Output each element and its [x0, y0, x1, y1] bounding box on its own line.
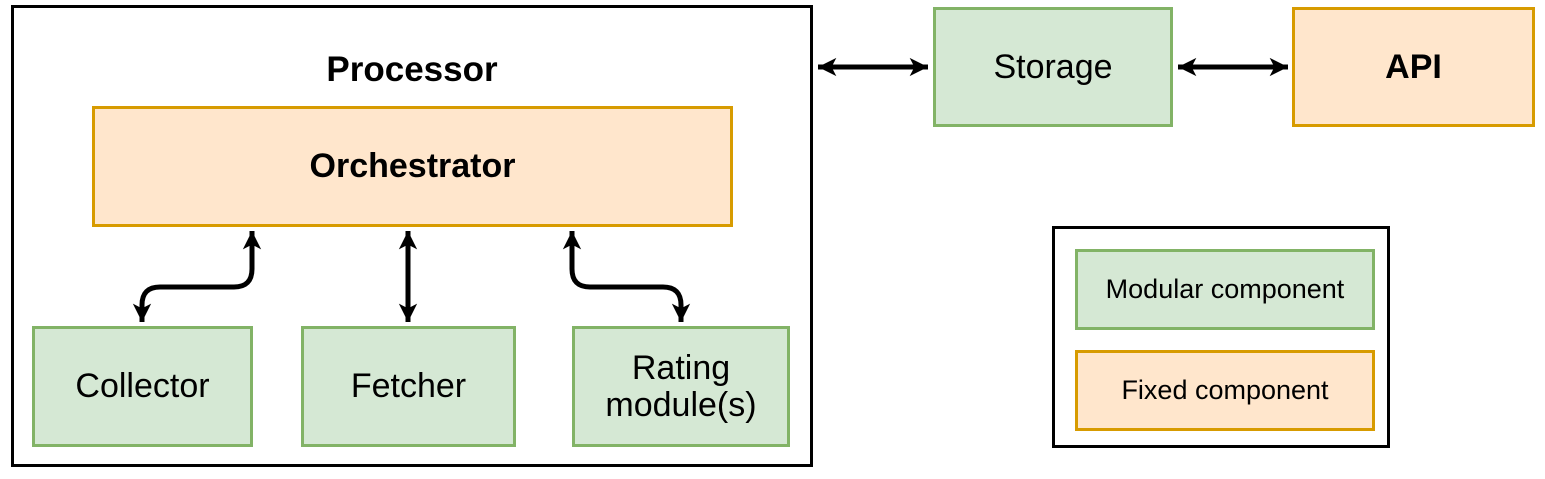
collector-label: Collector: [75, 367, 210, 406]
legend: Modular component Fixed component: [1052, 226, 1390, 448]
node-orchestrator: Orchestrator: [92, 106, 733, 227]
api-label: API: [1385, 47, 1442, 86]
legend-modular-component: Modular component: [1075, 249, 1375, 330]
legend-fixed-component: Fixed component: [1075, 350, 1375, 431]
legend-modular-label: Modular component: [1105, 274, 1345, 304]
orchestrator-label: Orchestrator: [309, 147, 516, 186]
arrow-orchestrator-collector: [132, 231, 262, 322]
node-api: API: [1292, 7, 1535, 127]
legend-fixed-label: Fixed component: [1121, 375, 1329, 405]
processor-label: Processor: [326, 50, 498, 89]
storage-label: Storage: [993, 47, 1113, 86]
node-storage: Storage: [933, 7, 1173, 127]
arrow-orchestrator-rating: [562, 231, 691, 322]
rating-modules-label: Rating module(s): [605, 348, 757, 424]
fetcher-label: Fetcher: [350, 367, 467, 406]
node-fetcher: Fetcher: [301, 326, 516, 447]
node-rating-modules: Rating module(s): [572, 326, 790, 447]
node-collector: Collector: [32, 326, 253, 447]
